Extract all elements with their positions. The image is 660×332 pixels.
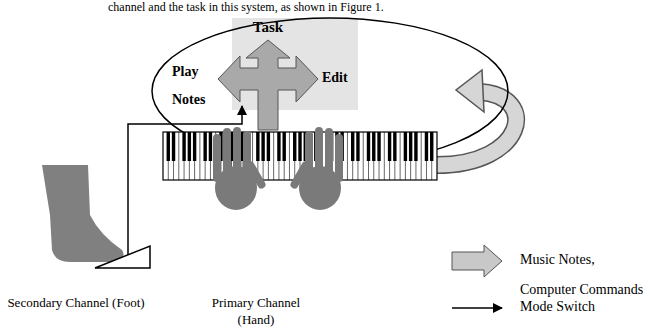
task-heading: Task: [248, 19, 288, 36]
foot-pedal: [95, 246, 150, 268]
left-hand: [213, 127, 267, 210]
task-ellipse: TaskPlay Notes Edit: [150, 16, 510, 166]
paper-text-fragment: channel and the task in this system, as …: [108, 0, 384, 15]
channel-label: Secondary Channel (Foot): [6, 294, 146, 311]
right-hand: [289, 127, 343, 210]
channel-label: Primary Channel (Hand): [196, 294, 316, 328]
ellipse-outline: [150, 16, 510, 166]
task-cross-arrow: [218, 40, 318, 130]
legend-text: Mode Switch: [520, 299, 595, 315]
foot: [42, 165, 124, 262]
mode-label: Edit: [322, 70, 348, 86]
feedback-arrow-head: [456, 70, 484, 112]
task-panel: [232, 18, 358, 110]
legend-block-arrow: [452, 245, 502, 277]
legend-text: Music Notes, Computer Commands: [520, 245, 654, 305]
mode-label: Play Notes: [172, 58, 222, 114]
legend-thin-arrow: [452, 307, 502, 309]
